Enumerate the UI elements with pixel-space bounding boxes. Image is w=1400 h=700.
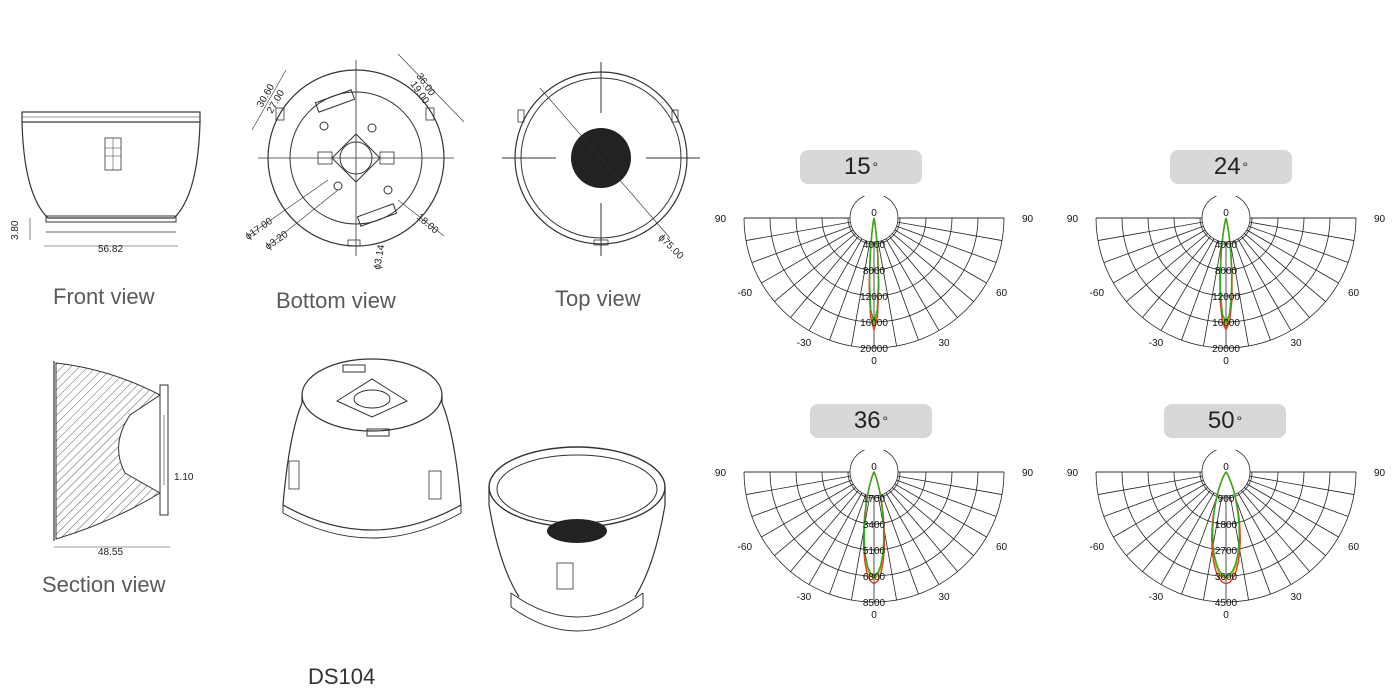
top-phi-dim: ϕ75.00 <box>656 232 686 262</box>
polar-chart-36: 0 1700 3400 5100 6800 8500 -90 -60 -30 30 60 90 0 <box>714 450 1034 621</box>
radial-label: 4000 <box>863 240 886 251</box>
polar-grid <box>1095 450 1357 603</box>
intensity-curve <box>863 471 885 577</box>
beam-value: 24 <box>1213 153 1241 180</box>
radial-label: 16000 <box>1212 318 1240 329</box>
angle-label: 60 <box>1348 288 1360 299</box>
top-view-label: Top view <box>555 286 641 311</box>
angle-label: -30 <box>1149 338 1164 349</box>
radial-label: 900 <box>1218 494 1235 505</box>
beam-value: 36 <box>853 407 881 434</box>
front-view-drawing: 3.80 56.82 <box>10 111 201 255</box>
angle-label: 30 <box>938 592 950 603</box>
radial-label: 0 <box>1223 208 1229 219</box>
bottom-view-label: Bottom view <box>276 288 396 313</box>
iso-top-drawing <box>488 446 666 632</box>
front-width-dim: 56.82 <box>98 244 123 255</box>
radial-label: 1700 <box>863 494 886 505</box>
degree-unit: ° <box>1236 413 1243 429</box>
model-label: DS104 <box>308 664 376 689</box>
angle-label-bottom: 0 <box>1223 356 1229 367</box>
radial-label: 0 <box>871 462 877 473</box>
angle-label: -60 <box>1090 288 1105 299</box>
angle-label: 30 <box>938 338 950 349</box>
beam-value: 50 <box>1207 407 1235 434</box>
section-view-label: Section view <box>42 572 166 597</box>
bottom-phi-2: ϕ3.20 <box>263 229 290 253</box>
top-view-drawing: ϕ75.00 <box>502 62 700 262</box>
degree-unit: ° <box>1242 159 1249 175</box>
intensity-curve <box>1211 471 1241 577</box>
angle-label: -60 <box>738 288 753 299</box>
angle-label: -60 <box>738 542 753 553</box>
angle-label-bottom: 0 <box>871 356 877 367</box>
angle-label: -30 <box>1149 592 1164 603</box>
radial-label: 1800 <box>1215 520 1238 531</box>
radial-label: 5100 <box>863 546 886 557</box>
angle-label: -90 <box>714 214 726 225</box>
radial-label: 0 <box>1223 462 1229 473</box>
angle-label: -30 <box>797 592 812 603</box>
section-view-drawing: 48.55 1.10 <box>53 361 194 558</box>
radial-label: 8500 <box>863 598 886 609</box>
radial-label: 4500 <box>1215 598 1238 609</box>
beam-badge-36: 36° <box>810 404 932 438</box>
polar-chart-24: 0 4000 8000 12000 16000 20000 -90 -60 -30 30 60 90 0 <box>1066 196 1386 367</box>
beam-value: 15 <box>843 153 871 180</box>
bottom-phi-3: ϕ3.14 <box>372 243 387 270</box>
radial-label: 16000 <box>860 318 888 329</box>
polar-chart-15: 0 4000 8000 12000 16000 20000 -90 -60 -30 30 60 90 0 <box>714 196 1034 367</box>
angle-label: -60 <box>1090 542 1105 553</box>
angle-label: 90 <box>1374 468 1386 479</box>
radial-label: 4000 <box>1215 240 1238 251</box>
bottom-dim-5: 18.00 <box>414 212 441 237</box>
angle-label: 30 <box>1290 338 1302 349</box>
radial-label: 12000 <box>1212 292 1240 303</box>
radial-label: 2700 <box>1215 546 1238 557</box>
radial-label: 0 <box>871 208 877 219</box>
angle-label: -90 <box>1066 468 1078 479</box>
angle-label: 30 <box>1290 592 1302 603</box>
beam-badge-24: 24° <box>1170 150 1292 184</box>
radial-label: 3400 <box>863 520 886 531</box>
angle-label: 60 <box>996 288 1008 299</box>
angle-label: 60 <box>1348 542 1360 553</box>
angle-label-bottom: 0 <box>1223 610 1229 621</box>
angle-label: 60 <box>996 542 1008 553</box>
angle-label-bottom: 0 <box>871 610 877 621</box>
front-height-dim: 3.80 <box>10 220 21 240</box>
radial-label: 12000 <box>860 292 888 303</box>
radial-label: 3600 <box>1215 572 1238 583</box>
polar-grid <box>743 450 1005 603</box>
angle-label: -30 <box>797 338 812 349</box>
radial-label: 8000 <box>1215 266 1238 277</box>
section-offset-dim: 1.10 <box>174 472 194 483</box>
beam-badge-15: 15° <box>800 150 922 184</box>
iso-bottom-drawing <box>282 358 462 539</box>
degree-unit: ° <box>872 159 879 175</box>
angle-label: 90 <box>1374 214 1386 225</box>
radial-label: 20000 <box>1212 344 1240 355</box>
degree-unit: ° <box>882 413 889 429</box>
section-width-dim: 48.55 <box>98 547 123 558</box>
beam-badge-50: 50° <box>1164 404 1286 438</box>
intensity-curve <box>868 217 880 325</box>
angle-label: 90 <box>1022 214 1034 225</box>
bottom-view-drawing: 30.60 27.00 36.00 19.00 18.00 ϕ17.00 ϕ3.… <box>243 53 465 271</box>
radial-label: 6800 <box>863 572 886 583</box>
radial-label: 8000 <box>863 266 886 277</box>
front-view-label: Front view <box>53 284 155 309</box>
intensity-curve <box>1219 217 1233 324</box>
angle-label: -90 <box>1066 214 1078 225</box>
angle-label: -90 <box>714 468 726 479</box>
radial-label: 20000 <box>860 344 888 355</box>
angle-label: 90 <box>1022 468 1034 479</box>
